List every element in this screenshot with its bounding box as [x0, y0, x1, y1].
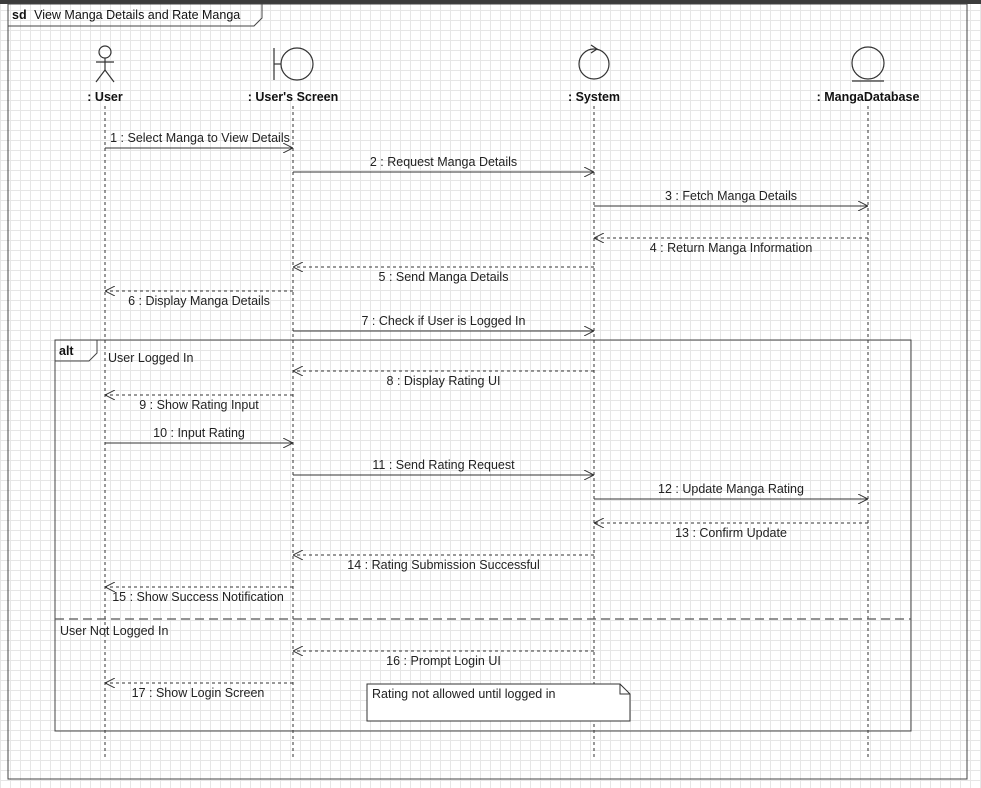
lifeline-name: : User [87, 90, 123, 104]
message-label: 11 : Send Rating Request [372, 458, 515, 472]
control-icon [578, 44, 610, 80]
message-15[interactable]: 15 : Show Success Notification [105, 587, 293, 604]
message-label: 15 : Show Success Notification [112, 590, 284, 604]
lifeline-name: : User's Screen [248, 90, 339, 104]
boundary-icon [273, 47, 314, 81]
message-label: 9 : Show Rating Input [139, 398, 259, 412]
message-6[interactable]: 6 : Display Manga Details [105, 291, 293, 308]
message-9[interactable]: 9 : Show Rating Input [105, 395, 293, 412]
message-16[interactable]: 16 : Prompt Login UI [293, 651, 594, 668]
message-14[interactable]: 14 : Rating Submission Successful [293, 555, 594, 572]
message-1[interactable]: 1 : Select Manga to View Details [105, 131, 293, 148]
window-top-bar [0, 0, 981, 4]
lifeline-system[interactable]: : System [568, 44, 620, 104]
message-11[interactable]: 11 : Send Rating Request [293, 458, 594, 475]
lifeline-name: : MangaDatabase [817, 90, 920, 104]
message-label: 5 : Send Manga Details [379, 270, 509, 284]
message-label: 12 : Update Manga Rating [658, 482, 804, 496]
message-label: 16 : Prompt Login UI [386, 654, 501, 668]
note[interactable]: Rating not allowed until logged in [366, 683, 631, 722]
note-text: Rating not allowed until logged in [372, 687, 556, 701]
message-label: 3 : Fetch Manga Details [665, 189, 797, 203]
sd-frame: sd View Manga Details and Rate Manga [7, 3, 968, 780]
alt-fragment[interactable]: alt User Logged In User Not Logged In [54, 339, 912, 732]
message-2[interactable]: 2 : Request Manga Details [293, 155, 594, 172]
frame-kind: sd [12, 8, 27, 22]
message-label: 4 : Return Manga Information [650, 241, 813, 255]
entity-icon [851, 46, 885, 82]
message-7[interactable]: 7 : Check if User is Logged In [293, 314, 594, 331]
message-label: 13 : Confirm Update [675, 526, 787, 540]
message-13[interactable]: 13 : Confirm Update [594, 523, 868, 540]
actor-icon [95, 45, 115, 83]
message-label: 2 : Request Manga Details [370, 155, 517, 169]
message-10[interactable]: 10 : Input Rating [105, 426, 293, 443]
message-8[interactable]: 8 : Display Rating UI [293, 371, 594, 388]
message-label: 7 : Check if User is Logged In [362, 314, 526, 328]
message-12[interactable]: 12 : Update Manga Rating [594, 482, 868, 499]
guard-not-logged-in: User Not Logged In [60, 624, 168, 638]
message-17[interactable]: 17 : Show Login Screen [105, 683, 293, 700]
message-label: 1 : Select Manga to View Details [110, 131, 290, 145]
message-4[interactable]: 4 : Return Manga Information [594, 238, 868, 255]
lifeline-name: : System [568, 90, 620, 104]
message-label: 14 : Rating Submission Successful [347, 558, 539, 572]
message-label: 6 : Display Manga Details [128, 294, 270, 308]
svg-text:sd View Manga Details an: sd View Manga Details and Rate Manga [12, 8, 240, 22]
message-label: 10 : Input Rating [153, 426, 245, 440]
fragment-operator: alt [59, 344, 74, 358]
frame-title: View Manga Details and Rate Manga [34, 8, 240, 22]
message-label: 17 : Show Login Screen [132, 686, 265, 700]
message-3[interactable]: 3 : Fetch Manga Details [594, 189, 868, 206]
message-label: 8 : Display Rating UI [387, 374, 501, 388]
lifeline-screen[interactable]: : User's Screen [248, 47, 339, 104]
lifeline-db[interactable]: : MangaDatabase [817, 46, 920, 104]
message-layer: 1 : Select Manga to View Details 2 : Requ… [105, 131, 868, 700]
guard-logged-in: User Logged In [108, 351, 194, 365]
lifeline-user[interactable]: : User [87, 45, 123, 104]
message-5[interactable]: 5 : Send Manga Details [293, 267, 594, 284]
